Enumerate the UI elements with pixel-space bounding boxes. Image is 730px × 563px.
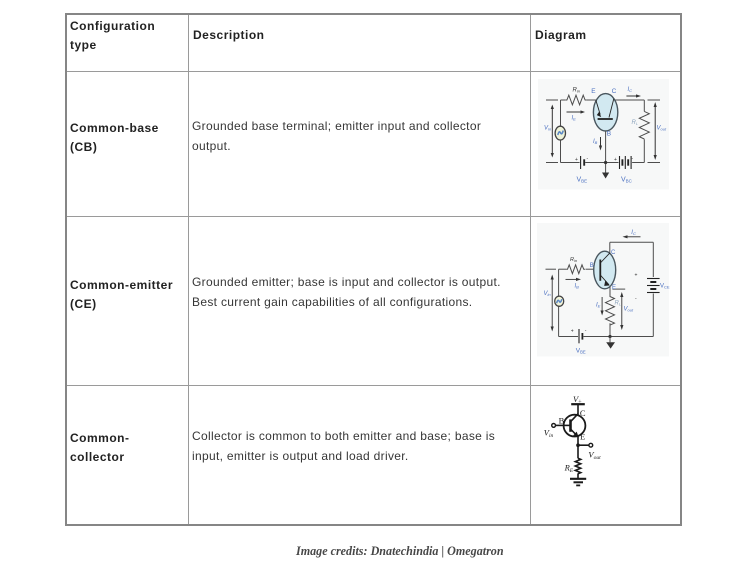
svg-text:VCE: VCE: [660, 284, 670, 290]
svg-text:Rin: Rin: [570, 257, 577, 263]
svg-text:+: +: [571, 329, 574, 335]
svg-text:B: B: [559, 416, 565, 426]
svg-text:IC: IC: [628, 87, 633, 93]
svg-text:IE: IE: [596, 303, 601, 309]
svg-text:C: C: [612, 88, 617, 95]
svg-text:Vin: Vin: [544, 125, 552, 131]
svg-text:IC: IC: [631, 230, 636, 236]
svg-text:E: E: [580, 432, 585, 442]
svg-text:C: C: [580, 408, 586, 418]
svg-text:Rin: Rin: [573, 87, 581, 93]
svg-text:Vin: Vin: [544, 291, 552, 297]
svg-text:VBE: VBE: [576, 348, 586, 355]
svg-text:RE: RE: [564, 462, 574, 474]
svg-text:-: -: [635, 296, 637, 302]
svg-text:-: -: [632, 156, 634, 162]
svg-text:IB: IB: [593, 139, 598, 145]
svg-text:IE: IE: [572, 115, 577, 121]
svg-text:Vout: Vout: [624, 307, 634, 313]
svg-text:-: -: [587, 156, 589, 162]
svg-text:RL: RL: [632, 120, 639, 126]
svg-text:IB: IB: [575, 284, 580, 290]
svg-text:V+: V+: [573, 394, 582, 406]
svg-text:RL: RL: [615, 301, 622, 307]
svg-text:E: E: [591, 88, 596, 95]
svg-text:Vout: Vout: [657, 125, 667, 131]
svg-text:+: +: [614, 157, 617, 163]
svg-text:-: -: [585, 328, 587, 334]
svg-text:Vout: Vout: [588, 449, 601, 461]
svg-text:+: +: [635, 273, 638, 279]
svg-text:VBC: VBC: [621, 176, 633, 183]
svg-text:C: C: [611, 250, 616, 256]
svg-text:VBE: VBE: [577, 176, 588, 183]
svg-text:B: B: [607, 130, 611, 137]
svg-text:+: +: [575, 157, 578, 163]
svg-text:Vin: Vin: [544, 428, 554, 440]
svg-text:B: B: [590, 263, 594, 269]
svg-text:E: E: [612, 285, 616, 291]
